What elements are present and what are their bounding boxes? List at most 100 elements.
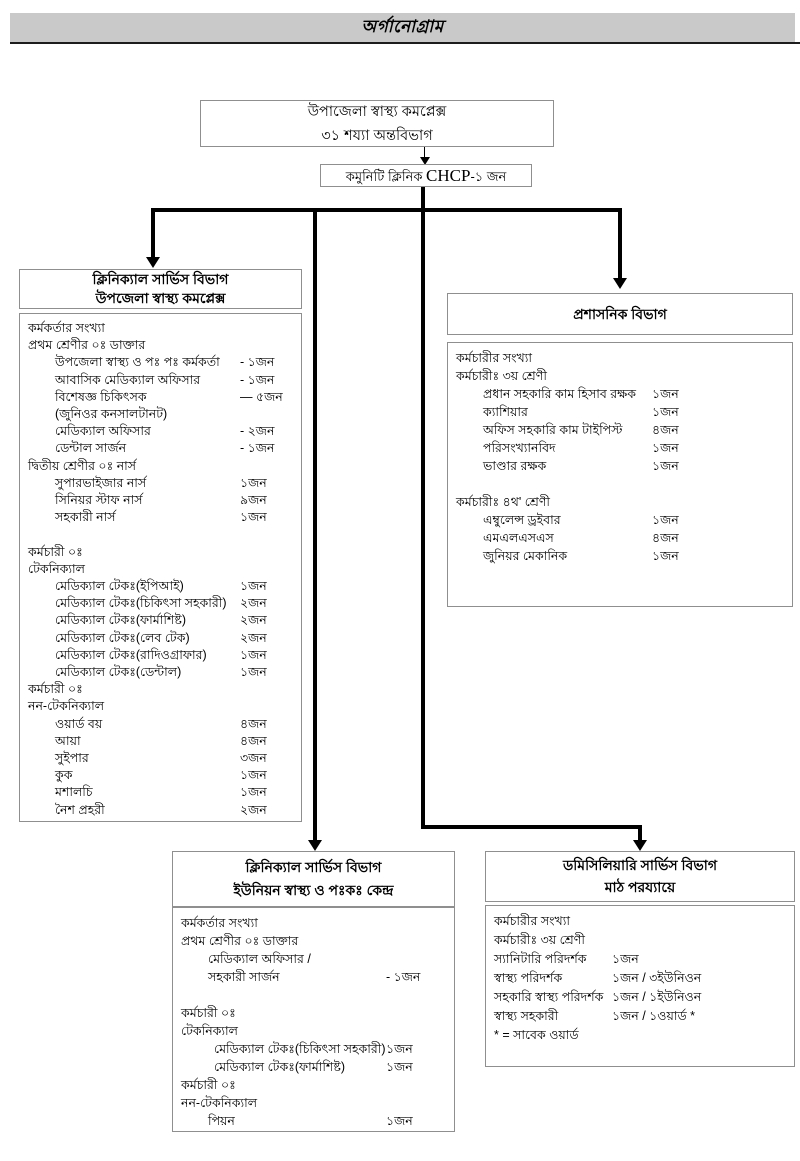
connector-branch-horizontal bbox=[151, 208, 622, 212]
clinical-union-title1: ক্লিনিক্যাল সার্ভিস বিভাগ bbox=[245, 858, 382, 875]
staff-row bbox=[181, 986, 446, 1004]
staff-row: কর্মচারীঃ ৪থ' শ্রেণী bbox=[456, 493, 784, 511]
staff-row: মেডিক্যাল টেকঃ(ডেন্টাল) ১জন bbox=[28, 664, 293, 681]
staff-row: কর্মচারী ০ঃ bbox=[28, 544, 293, 561]
staff-count: ২জন bbox=[240, 613, 267, 628]
staff-label: প্রথম শ্রেণীর ০ঃ ডাক্তার bbox=[181, 934, 299, 948]
staff-count: ১জন bbox=[240, 665, 267, 680]
staff-row: প্রথম শ্রেণীর ০ঃ ডাক্তার bbox=[28, 337, 293, 354]
staff-label: মেডিক্যাল অফিসার / bbox=[208, 952, 311, 966]
staff-count: ১জন bbox=[240, 785, 267, 800]
staff-row: কর্মকর্তার সংখ্যা bbox=[181, 914, 446, 932]
staff-label: কর্মচারীঃ ৩য় শ্রেণী bbox=[456, 369, 547, 383]
staff-count: ১জন bbox=[240, 510, 267, 525]
staff-label: কর্মকর্তার সংখ্যা bbox=[181, 916, 258, 930]
connector-middle-drop bbox=[313, 208, 317, 840]
staff-label: মেডিক্যাল টেকঃ(চিকিৎসা সহকারী) bbox=[55, 596, 227, 611]
staff-label: স্বাস্থ্য পরিদর্শক bbox=[494, 971, 563, 985]
staff-label: সিনিয়র স্টাফ নার্স bbox=[55, 493, 143, 508]
upazila-health-complex-box: উপাজেলা স্বাস্থ্য কমপ্লেক্স ৩১ শয্যা অন্… bbox=[200, 100, 554, 147]
staff-row: কর্মচারীর সংখ্যা bbox=[456, 349, 784, 367]
staff-row: কর্মচারীঃ ৩য় শ্রেণী bbox=[494, 931, 786, 950]
staff-label: মশালচি bbox=[55, 785, 93, 800]
staff-row: সহকারী সার্জন- ১জন bbox=[181, 968, 446, 986]
staff-label: কর্মচারী ০ঃ bbox=[28, 544, 83, 559]
connector-elbow-horizontal bbox=[421, 825, 642, 829]
arrowhead-domiciliary bbox=[633, 840, 647, 851]
staff-label: পরিসংখ্যানবিদ bbox=[483, 441, 556, 455]
staff-label: টেকনিক্যাল bbox=[28, 561, 85, 576]
staff-label: কর্মচারীর সংখ্যা bbox=[494, 914, 570, 928]
staff-label: বিশেষজ্ঞ চিকিৎসক bbox=[55, 389, 147, 404]
staff-label: সুপারভাইজার নার্স bbox=[55, 475, 147, 490]
staff-label: কর্মচারীঃ ৪থ' শ্রেণী bbox=[456, 495, 551, 509]
connector-top-to-chcp bbox=[424, 147, 425, 158]
staff-count: ১জন bbox=[386, 1042, 413, 1056]
staff-label: মেডিক্যাল টেকঃ(ইপিআই) bbox=[55, 579, 184, 594]
chcp-text-prefix: কমুনিটি ক্লিনিক bbox=[345, 169, 427, 184]
staff-row: টেকনিক্যাল bbox=[181, 1022, 446, 1040]
staff-label: প্রথম শ্রেণীর ০ঃ ডাক্তার bbox=[28, 338, 146, 353]
staff-row: স্বাস্থ্য সহকারী১জন / ১ওয়ার্ড * bbox=[494, 1007, 786, 1026]
staff-count: ৪জন bbox=[240, 733, 267, 748]
staff-label: মেডিক্যাল টেকঃ(ডেন্টাল) bbox=[55, 665, 182, 680]
staff-label: নৈশ প্রহরী bbox=[55, 802, 105, 817]
staff-count: ৪জন bbox=[240, 716, 267, 731]
chcp-latin-text: CHCP bbox=[426, 166, 471, 185]
staff-count: - ১জন bbox=[240, 372, 275, 387]
connector-main-stem bbox=[421, 187, 425, 829]
staff-row: মেডিক্যাল টেকঃ(চিকিৎসা সহকারী)১জন bbox=[181, 1040, 446, 1058]
staff-count: ১জন bbox=[386, 1060, 413, 1074]
staff-count: ১জন bbox=[652, 441, 679, 455]
staff-count: ১জন bbox=[652, 459, 679, 473]
clinical-union-staff-list: কর্মকর্তার সংখ্যা প্রথম শ্রেণীর ০ঃ ডাক্ত… bbox=[172, 907, 455, 1132]
page-title: অর্গানোগ্রাম bbox=[361, 16, 444, 36]
staff-row: কর্মকর্তার সংখ্যা bbox=[28, 320, 293, 337]
staff-row: টেকনিক্যাল bbox=[28, 561, 293, 578]
staff-label: আয়া bbox=[55, 733, 81, 748]
clinical-union-header-box: ক্লিনিক্যাল সার্ভিস বিভাগ ইউনিয়ন স্বাস্… bbox=[172, 851, 455, 907]
staff-label: দ্বিতীয় শ্রেণীর ০ঃ নার্স bbox=[28, 458, 137, 473]
staff-row: এমএলএসএস ৪জন bbox=[456, 529, 784, 547]
staff-row: প্রথম শ্রেণীর ০ঃ ডাক্তার bbox=[181, 932, 446, 950]
staff-count: ১জন / ৩ইউনিওন bbox=[612, 971, 702, 985]
staff-row: নৈশ প্রহরী ২জন bbox=[28, 802, 293, 819]
header-bar: অর্গানোগ্রাম bbox=[10, 13, 795, 42]
staff-label: ভাণ্ডার রক্ষক bbox=[483, 459, 547, 473]
staff-count: ১জন bbox=[652, 405, 679, 419]
staff-label: সুইপার bbox=[55, 751, 89, 766]
staff-row bbox=[456, 475, 784, 493]
connector-elbow-drop bbox=[638, 825, 642, 840]
staff-label: এমএলএসএস bbox=[483, 531, 554, 545]
staff-count: ১জন bbox=[240, 475, 267, 490]
domiciliary-header-box: ডমিসিলিয়ারি সার্ভিস বিভাগ মাঠ পরয্যায়ে bbox=[485, 851, 795, 902]
staff-count: - ১জন bbox=[240, 355, 275, 370]
staff-label: কর্মচারী ০ঃ bbox=[28, 682, 83, 697]
staff-row: মেডিক্যাল টেকঃ(ইপিআই)১জন bbox=[28, 578, 293, 595]
staff-label: মেডিক্যাল টেকঃ(ফার্মাশিষ্ট) bbox=[214, 1060, 345, 1074]
staff-label: মেডিক্যাল অফিসার bbox=[55, 424, 151, 439]
staff-label: অফিস সহকারি কাম টাইপিস্ট bbox=[483, 423, 623, 437]
staff-count: ৪জন bbox=[652, 531, 679, 545]
staff-label: ডেন্টাল সার্জন bbox=[55, 441, 127, 456]
staff-count: ২জন bbox=[240, 802, 267, 817]
staff-label: এম্বুলেন্স ড্রইবার bbox=[483, 513, 561, 527]
staff-count: ৪জন bbox=[652, 423, 679, 437]
chcp-text-suffix: -১ জন bbox=[470, 169, 507, 184]
staff-count: — ৫জন bbox=[240, 389, 283, 404]
staff-label: টেকনিক্যাল bbox=[181, 1024, 238, 1038]
staff-label: কর্মচারী ০ঃ bbox=[181, 1006, 236, 1020]
staff-label: নন-টেকনিক্যাল bbox=[28, 699, 105, 714]
domiciliary-staff-list: কর্মচারীর সংখ্যা কর্মচারীঃ ৩য় শ্রেণী স্… bbox=[485, 905, 795, 1067]
upazila-box-line2: ৩১ শয্যা অন্তবিভাগ bbox=[321, 128, 433, 144]
staff-row: আবাসিক মেডিক্যাল অফিসার- ১জন bbox=[28, 372, 293, 389]
staff-label: মেডিক্যাল টেকঃ(লেব টেক) bbox=[55, 630, 190, 645]
staff-row: কর্মচারীঃ ৩য় শ্রেণী bbox=[456, 367, 784, 385]
staff-label: মেডিক্যাল টেকঃ(ফার্মাশিষ্ট) bbox=[55, 613, 186, 628]
